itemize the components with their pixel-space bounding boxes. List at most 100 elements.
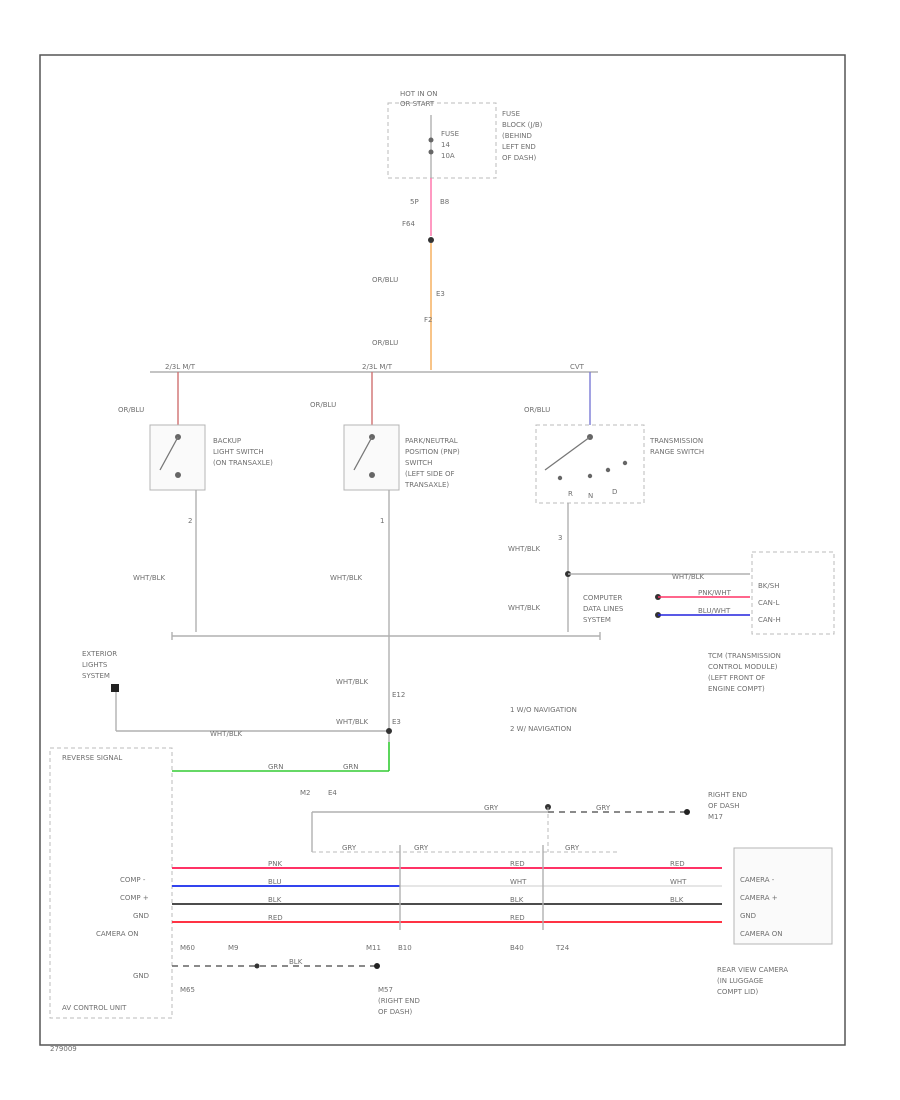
connector-m11: M11 <box>366 944 381 952</box>
right-end-label: OF DASH <box>708 802 740 810</box>
tcm-pin: CAN-H <box>758 616 781 624</box>
wire-label: OR/BLU <box>310 401 336 409</box>
switch-contact <box>587 473 593 479</box>
wire-label: BLK <box>670 896 684 904</box>
data-lines-label: DATA LINES <box>583 605 624 613</box>
connector-f64: F64 <box>402 220 415 228</box>
wire-label: WHT <box>510 878 527 886</box>
wire-label: WHT/BLK <box>133 574 166 582</box>
switch-contact <box>175 472 181 478</box>
wire-label: WHT/BLK <box>210 730 243 738</box>
wire-label: GRN <box>343 763 359 771</box>
connector-e12: E12 <box>392 691 405 699</box>
trs-position-d: D <box>612 488 617 496</box>
data-lines-label: COMPUTER <box>583 594 622 602</box>
connector-m65: M65 <box>180 986 195 994</box>
tcm-pin: BK/SH <box>758 582 779 590</box>
connector-e3: E3 <box>436 290 445 298</box>
transmission-range-switch <box>535 424 645 504</box>
note-without-navigation: 1 W/O NAVIGATION <box>510 706 577 714</box>
switch-contact <box>622 460 628 466</box>
fuse-block-label: FUSE <box>502 110 520 118</box>
ground-label: (RIGHT END <box>378 997 420 1005</box>
tcm-pin: CAN-L <box>758 599 779 607</box>
exterior-lights-label: EXTERIOR <box>82 650 117 658</box>
reverse-signal-label: REVERSE SIGNAL <box>62 754 122 762</box>
camera-on-label: CAMERA ON <box>96 930 138 938</box>
wire-label: OR/BLU <box>372 339 398 347</box>
av-control-unit <box>49 747 173 1019</box>
wire-label: RED <box>268 914 283 922</box>
connector-m-t: 2/3L M/T <box>362 363 393 371</box>
splice-node <box>428 237 434 243</box>
wire-label: PNK/WHT <box>698 589 732 597</box>
switch-blade <box>159 436 179 471</box>
camera-pin: CAMERA - <box>740 876 775 884</box>
gnd-label: GND <box>133 912 149 920</box>
comp-plus-label: COMP + <box>120 894 149 902</box>
wire-label: WHT/BLK <box>336 718 369 726</box>
connector-b8: B8 <box>440 198 449 206</box>
camera-label: (IN LUGGAGE <box>717 977 763 985</box>
ground-label: M57 <box>378 986 393 994</box>
pnp-switch-label: SWITCH <box>405 459 432 467</box>
wire-label: RED <box>670 860 685 868</box>
hot-at-label: OR START <box>400 100 435 108</box>
exterior-lights-label: SYSTEM <box>82 672 110 680</box>
connector-2: 2 <box>188 517 192 525</box>
pnp-switch-label: (LEFT SIDE OF <box>405 470 455 478</box>
switch-blade <box>544 436 591 471</box>
tcm-label: CONTROL MODULE) <box>708 663 778 671</box>
fuse-block-label: (BEHIND <box>502 132 532 140</box>
wire-label: BLK <box>289 958 303 966</box>
wire-label: OR/BLU <box>118 406 144 414</box>
wire-label: RED <box>510 914 525 922</box>
ground-label: OF DASH) <box>378 1008 413 1016</box>
wire-label: WHT <box>670 878 687 886</box>
wire-label: WHT/BLK <box>336 678 369 686</box>
connector-m60: M60 <box>180 944 195 952</box>
tcm-module <box>751 551 835 635</box>
connector-e4: E4 <box>328 789 337 797</box>
wire-label: PNK <box>268 860 282 868</box>
note-with-navigation: 2 W/ NAVIGATION <box>510 725 571 733</box>
connector-t24: T24 <box>555 944 570 952</box>
footer-code: 279009 <box>50 1045 77 1053</box>
connector-b10: B10 <box>398 944 412 952</box>
ground-splice <box>254 963 260 969</box>
switch-contact <box>557 475 563 481</box>
wire-label: GRY <box>414 844 429 852</box>
wire-label: BLU/WHT <box>698 607 731 615</box>
backup-switch-label: LIGHT SWITCH <box>213 448 264 456</box>
connector-m9: M9 <box>228 944 239 952</box>
trs-label: RANGE SWITCH <box>650 448 704 456</box>
exterior-lights-label: LIGHTS <box>82 661 108 669</box>
ground-node <box>684 809 690 815</box>
backup-switch-label: BACKUP <box>213 437 241 445</box>
wire-label: GRY <box>596 804 611 812</box>
connector-1: 1 <box>380 517 384 525</box>
ground-node <box>374 963 380 969</box>
connector-f2: F2 <box>424 316 432 324</box>
wire-label: WHT/BLK <box>672 573 705 581</box>
right-end-label: M17 <box>708 813 723 821</box>
fuse-label: FUSE <box>441 130 459 138</box>
backup-switch-label: (ON TRANSAXLE) <box>213 459 273 467</box>
right-end-label: RIGHT END <box>708 791 747 799</box>
fuse-number: 14 <box>441 141 450 149</box>
connector-b40: B40 <box>510 944 524 952</box>
wire-label: RED <box>510 860 525 868</box>
tcm-label: TCM (TRANSMISSION <box>707 652 781 660</box>
wire-label: BLK <box>510 896 524 904</box>
splice-node <box>386 728 392 734</box>
connector-m-t: 2/3L M/T <box>165 363 196 371</box>
diagram-frame <box>39 54 846 1046</box>
camera-pin: GND <box>740 912 756 920</box>
connector-3: 3 <box>558 534 562 542</box>
tcm-label: (LEFT FRONT OF <box>708 674 765 682</box>
gnd-label: GND <box>133 972 149 980</box>
camera-pin: CAMERA + <box>740 894 778 902</box>
wire-label: OR/BLU <box>524 406 550 414</box>
connector-5p: 5P <box>410 198 419 206</box>
